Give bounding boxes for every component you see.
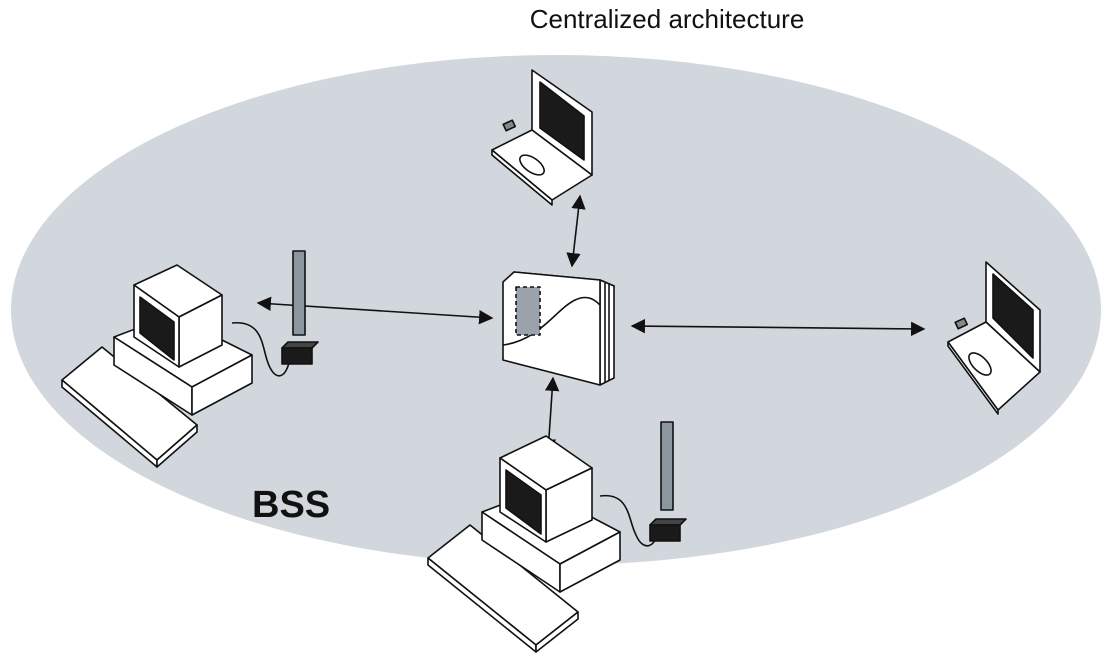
bss-label: BSS [252, 484, 331, 526]
link-laptop-top [566, 194, 586, 268]
laptop-right-icon [947, 261, 1041, 415]
access-point-icon [502, 271, 615, 386]
link-laptop-right [630, 318, 926, 337]
laptop-top-icon [491, 69, 593, 206]
diagram-title: Centralized architecture [529, 4, 805, 34]
desktop-bottom-icon [427, 421, 687, 653]
desktop-left-icon [61, 250, 319, 468]
